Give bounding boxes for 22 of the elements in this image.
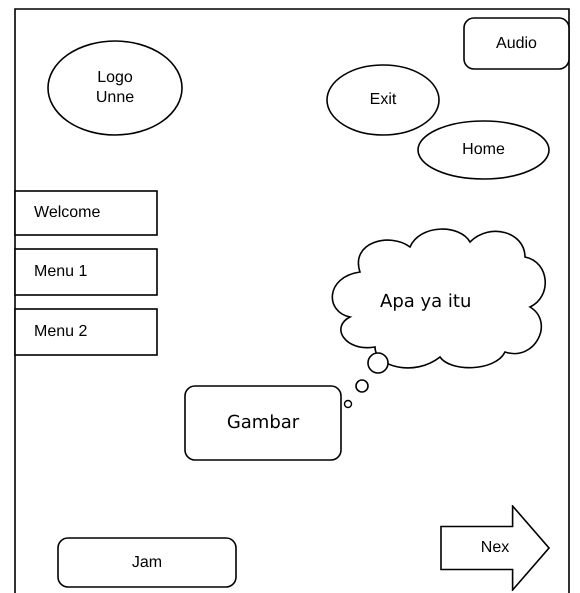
node-label: Apa ya itu xyxy=(380,290,472,314)
next-arrow-shape xyxy=(440,505,550,591)
rounded-box xyxy=(463,17,570,70)
node-label: Home xyxy=(461,140,506,160)
menu-box xyxy=(14,308,158,356)
node-label: Menu 1 xyxy=(34,262,88,282)
ellipse-button xyxy=(417,120,550,180)
node-label: Welcome xyxy=(34,203,102,223)
screen-frame xyxy=(14,8,570,593)
menu-box xyxy=(14,190,158,236)
ellipse-button xyxy=(47,40,183,136)
node-label: Nex xyxy=(480,538,510,558)
rounded-box xyxy=(57,537,237,588)
node-label: Logo Unne xyxy=(94,68,136,108)
node-label: Gambar xyxy=(226,412,300,434)
ellipse-button xyxy=(326,64,440,136)
node-label: Jam xyxy=(130,552,164,572)
node-label: Menu 2 xyxy=(34,322,88,342)
node-label: Audio xyxy=(495,34,538,54)
rounded-box xyxy=(184,385,342,461)
menu-box xyxy=(14,248,158,296)
node-label: Exit xyxy=(368,90,398,110)
